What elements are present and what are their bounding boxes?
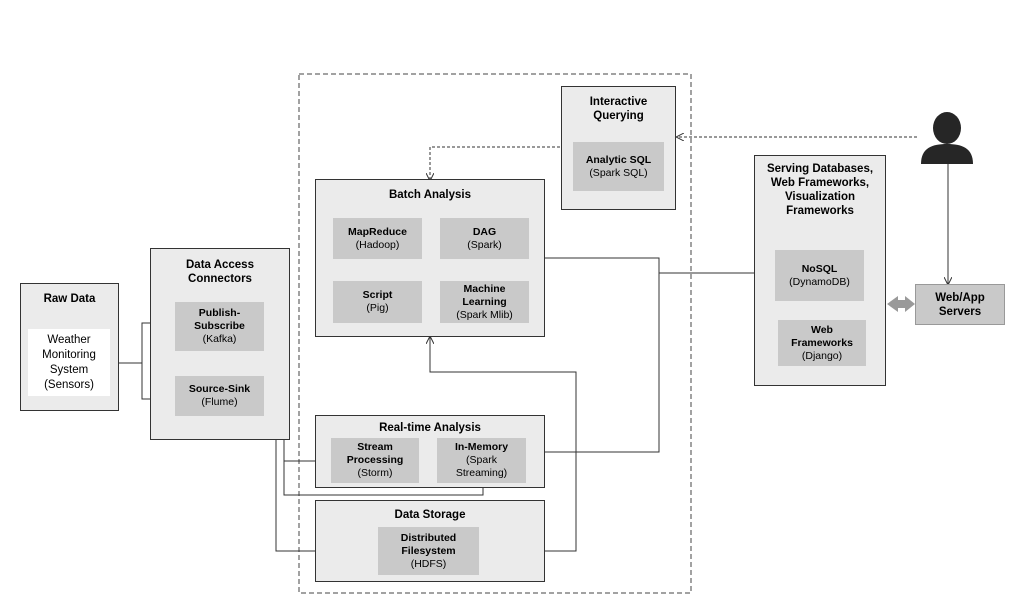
realtime-title: Real-time Analysis	[379, 422, 481, 434]
stream-processing-item: Stream Processing (Storm)	[331, 438, 419, 483]
batch-title: Batch Analysis	[388, 189, 472, 201]
edge-interactive-to-batch	[430, 146, 560, 180]
edge-realtime-to-nosql	[545, 273, 660, 453]
script-item: Script (Pig)	[333, 281, 422, 323]
batch-analysis-box: Batch Analysis MapReduce (Hadoop) DAG (S…	[315, 179, 545, 337]
serving-box: Serving Databases, Web Frameworks, Visua…	[754, 155, 886, 386]
flume-item: Source-Sink (Flume)	[175, 376, 264, 416]
raw-data-title: Raw Data	[43, 293, 96, 305]
analytic-sql-item: Analytic SQL (Spark SQL)	[573, 142, 664, 191]
interactive-title: Interactive Querying	[589, 96, 648, 122]
raw-data-box: Raw Data Weather Monitoring System (Sens…	[20, 283, 119, 411]
interactive-querying-box: Interactive Querying Analytic SQL (Spark…	[561, 86, 676, 210]
machine-learning-item: Machine Learning (Spark Mlib)	[440, 281, 529, 323]
mapreduce-item: MapReduce (Hadoop)	[333, 218, 422, 259]
weather-monitoring-item: Weather Monitoring System (Sensors)	[28, 329, 110, 396]
connectors-box: Data Access Connectors Publish- Subscrib…	[150, 248, 290, 440]
web-frameworks-item: Web Frameworks (Django)	[778, 320, 866, 366]
edge-batch-to-nosql	[545, 257, 775, 273]
hdfs-item: Distributed Filesystem (HDFS)	[378, 527, 479, 575]
nosql-item: NoSQL (DynamoDB)	[775, 250, 864, 301]
web-app-servers-box: Web/App Servers	[915, 284, 1005, 325]
serving-title: Serving Databases, Web Frameworks, Visua…	[766, 163, 874, 217]
double-arrow-icon	[887, 296, 915, 312]
connectors-title: Data Access Connectors	[186, 259, 254, 285]
kafka-item: Publish- Subscribe (Kafka)	[175, 302, 264, 351]
dag-item: DAG (Spark)	[440, 218, 529, 259]
in-memory-item: In-Memory (Spark Streaming)	[437, 438, 526, 483]
realtime-analysis-box: Real-time Analysis Stream Processing (St…	[315, 415, 545, 488]
user-silhouette-icon	[921, 112, 973, 164]
processing-frame	[298, 73, 692, 594]
storage-title: Data Storage	[394, 509, 466, 521]
data-storage-box: Data Storage Distributed Filesystem (HDF…	[315, 500, 545, 582]
